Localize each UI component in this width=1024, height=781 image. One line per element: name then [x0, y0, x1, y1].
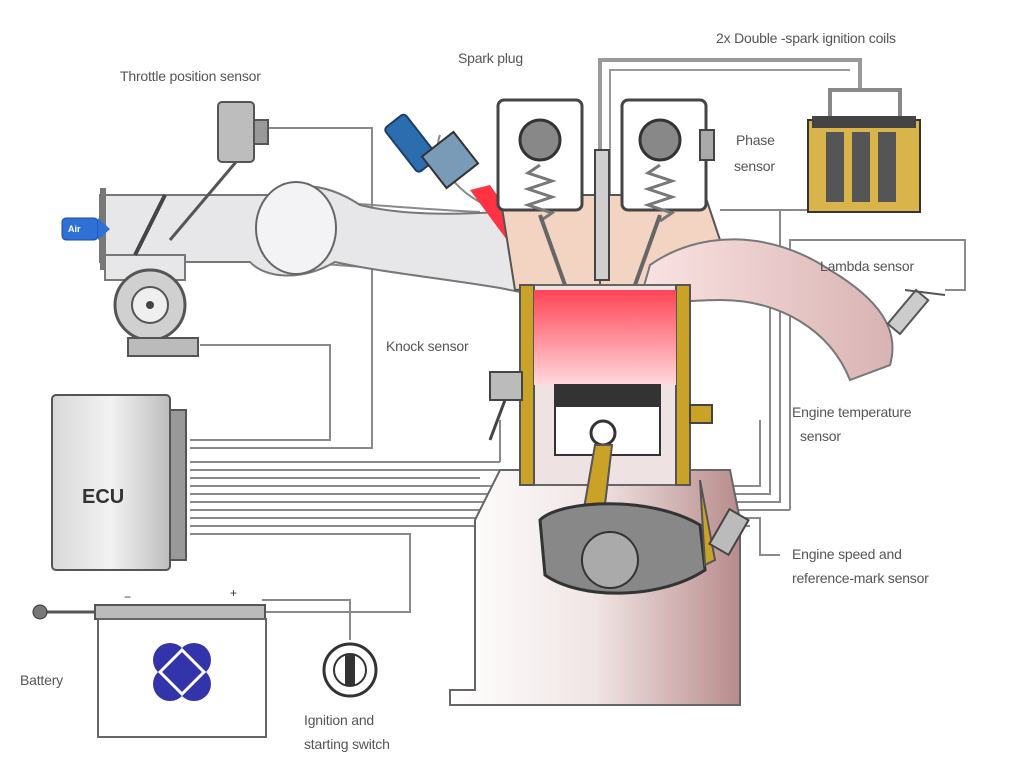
battery-label: Battery [20, 672, 63, 688]
battery-unit [32, 604, 267, 738]
knock-sensor-label: Knock sensor [386, 338, 469, 354]
cylinder-head [496, 98, 722, 292]
wiring-harness [190, 58, 966, 640]
phase-sensor-label-line1: Phase [736, 132, 775, 148]
ignition-coils-label: 2x Double -spark ignition coils [716, 30, 896, 46]
exhaust-manifold [638, 238, 946, 382]
lambda-sensor-label: Lambda sensor [820, 258, 914, 274]
battery-plus-mark: + [230, 586, 238, 600]
ignition-coils [807, 88, 921, 213]
air-label: Air [68, 224, 81, 234]
phase-sensor-label-line2: sensor [734, 158, 775, 174]
ignition-switch [322, 642, 378, 698]
ignition-switch-label-line2: starting switch [304, 736, 390, 752]
battery-minus-mark: − [124, 590, 132, 604]
intake-manifold [61, 101, 561, 357]
engine-speed-sensor-label-line1: Engine speed and [792, 546, 902, 562]
engine-temperature-sensor-label-line1: Engine temperature [792, 404, 912, 420]
ecu-label: ECU [82, 486, 125, 508]
engine-block [449, 284, 750, 706]
ignition-switch-label-line1: Ignition and [304, 712, 374, 728]
engine-temperature-sensor-label-line2: sensor [800, 428, 841, 444]
ecu-unit [51, 394, 187, 571]
engine-speed-sensor-label-line2: reference-mark sensor [792, 570, 929, 586]
spark-plug-label: Spark plug [458, 50, 523, 66]
throttle-position-sensor-label: Throttle position sensor [120, 68, 261, 84]
